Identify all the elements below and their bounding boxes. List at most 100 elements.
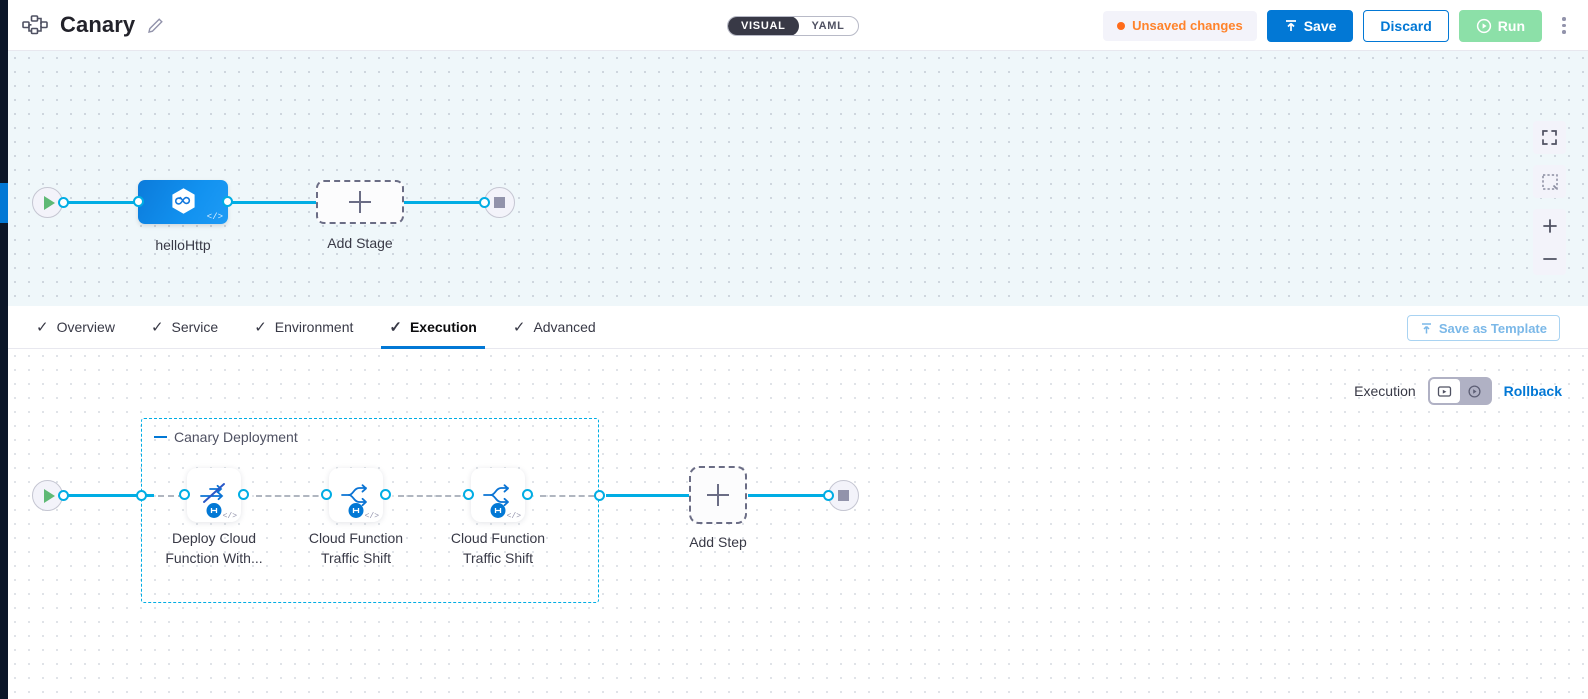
selection-box-icon[interactable] [1533, 165, 1566, 198]
stage-node-label: helloHttp [155, 237, 211, 253]
edge-dash-4 [540, 495, 604, 497]
group-output-port[interactable] [594, 490, 605, 501]
edge-addstage-to-end [398, 201, 493, 204]
deploy-slash-icon [200, 483, 225, 503]
execution-end-node[interactable] [823, 480, 859, 511]
canvas-controls [1533, 121, 1566, 275]
unsaved-dot-icon [1117, 21, 1126, 30]
step-type-badge [490, 503, 506, 518]
kebab-menu-icon[interactable] [1552, 10, 1576, 42]
toggle-option-yaml[interactable]: YAML [811, 20, 845, 32]
tab-environment-label: Environment [274, 319, 354, 335]
tab-overview[interactable]: ✓ Overview [18, 306, 133, 349]
step-1-output-port[interactable] [238, 489, 249, 500]
execution-steps-canvas[interactable]: Execution Rollback [8, 349, 1588, 699]
execution-rollback-toggle[interactable] [1427, 377, 1492, 405]
group-input-port[interactable] [136, 490, 147, 501]
execution-view-icon[interactable] [1429, 379, 1460, 403]
end-node-port[interactable] [479, 197, 490, 208]
play-circle-icon [1476, 18, 1491, 33]
execution-label: Execution [1354, 383, 1416, 399]
add-step-label: Add Step [689, 534, 747, 550]
zoom-in-icon[interactable] [1533, 209, 1566, 242]
toggle-option-visual[interactable]: VISUAL [728, 17, 799, 35]
rollback-link[interactable]: Rollback [1503, 383, 1562, 399]
pencil-icon[interactable] [147, 17, 164, 34]
step-type-badge [206, 503, 222, 518]
execution-end-port[interactable] [823, 490, 834, 501]
tab-advanced[interactable]: ✓ Advanced [495, 306, 614, 349]
step-group-title: Canary Deployment [154, 429, 298, 445]
stage-node-hellohttp[interactable]: </> helloHttp [133, 180, 233, 253]
edge-addstep-to-end [748, 494, 840, 497]
zoom-controls [1533, 209, 1566, 275]
step-group-title-label: Canary Deployment [174, 429, 298, 445]
stage-output-port[interactable] [222, 196, 233, 207]
step-1-label: Deploy Cloud Function With... [165, 530, 263, 567]
plus-icon [707, 484, 729, 506]
execution-start-port[interactable] [58, 490, 69, 501]
edge-group-to-addstep [606, 494, 690, 497]
stage-input-port[interactable] [133, 196, 144, 207]
pipeline-icon [22, 15, 48, 35]
step-3-output-port[interactable] [522, 489, 533, 500]
add-stage-node[interactable]: Add Stage [316, 180, 404, 251]
stop-icon [494, 197, 505, 208]
add-stage-label: Add Stage [327, 235, 393, 251]
traffic-shift-icon [483, 484, 509, 507]
step-1-input-port[interactable] [179, 489, 190, 500]
check-icon: ✓ [150, 318, 164, 336]
save-as-template-label: Save as Template [1438, 320, 1547, 336]
step-2-label: Cloud Function Traffic Shift [308, 530, 404, 567]
step-2-output-port[interactable] [380, 489, 391, 500]
check-icon: ✓ [389, 318, 402, 336]
left-nav-active-indicator [0, 183, 8, 223]
discard-button[interactable]: Discard [1363, 9, 1449, 42]
step-2-input-port[interactable] [321, 489, 332, 500]
tab-overview-label: Overview [56, 319, 115, 335]
visual-yaml-toggle[interactable]: VISUAL YAML [727, 16, 859, 36]
step-node-deploy-cloud-function[interactable]: </> Deploy Cloud Function With... [165, 468, 263, 566]
collapse-icon[interactable] [154, 436, 167, 438]
upload-icon [1285, 19, 1296, 31]
fullscreen-icon[interactable] [1533, 121, 1566, 154]
step-node-traffic-shift-1[interactable]: </> Cloud Function Traffic Shift [309, 468, 403, 566]
step-type-badge [348, 503, 364, 518]
unsaved-changes-label: Unsaved changes [1132, 18, 1243, 33]
edge-stage-to-addstage [230, 201, 325, 204]
save-button[interactable]: Save [1266, 9, 1354, 42]
step-node-traffic-shift-2[interactable]: </> Cloud Function Traffic Shift [451, 468, 545, 566]
check-icon: ✓ [512, 318, 526, 336]
app-header: Canary VISUAL YAML Unsaved changes Save [0, 0, 1588, 51]
start-node[interactable] [32, 187, 69, 218]
check-icon: ✓ [36, 318, 49, 336]
traffic-shift-icon [341, 484, 367, 507]
end-node[interactable] [479, 187, 515, 218]
tab-execution[interactable]: ✓ Execution [371, 306, 494, 349]
execution-start-node[interactable] [32, 480, 69, 511]
page-title: Canary [60, 12, 136, 37]
start-node-port[interactable] [58, 197, 69, 208]
add-step-node[interactable]: Add Step [689, 466, 747, 550]
save-as-template-button[interactable]: Save as Template [1406, 315, 1560, 341]
header-actions: Unsaved changes Save Discard Run [1103, 0, 1576, 51]
step-code-mark: </> [222, 512, 237, 521]
tab-advanced-label: Advanced [533, 319, 596, 335]
save-button-label: Save [1303, 17, 1337, 34]
tab-environment[interactable]: ✓ Environment [236, 306, 371, 349]
step-3-label: Cloud Function Traffic Shift [450, 530, 546, 567]
step-group-canary-deployment[interactable]: Canary Deployment [141, 418, 599, 603]
edge-dash-1 [158, 495, 194, 497]
edge-start-to-stage [56, 201, 151, 204]
header-left-group: Canary [0, 12, 164, 38]
step-3-input-port[interactable] [463, 489, 474, 500]
tab-service[interactable]: ✓ Service [133, 306, 236, 349]
edge-dash-3 [398, 495, 470, 497]
pipeline-stage-canvas[interactable]: </> helloHttp Add Stage [8, 51, 1588, 306]
zoom-out-icon[interactable] [1533, 242, 1566, 275]
play-icon [43, 195, 55, 210]
left-nav-rail [0, 0, 8, 699]
run-button[interactable]: Run [1458, 9, 1542, 42]
tab-service-label: Service [171, 319, 219, 335]
rollback-view-icon[interactable] [1460, 379, 1490, 403]
